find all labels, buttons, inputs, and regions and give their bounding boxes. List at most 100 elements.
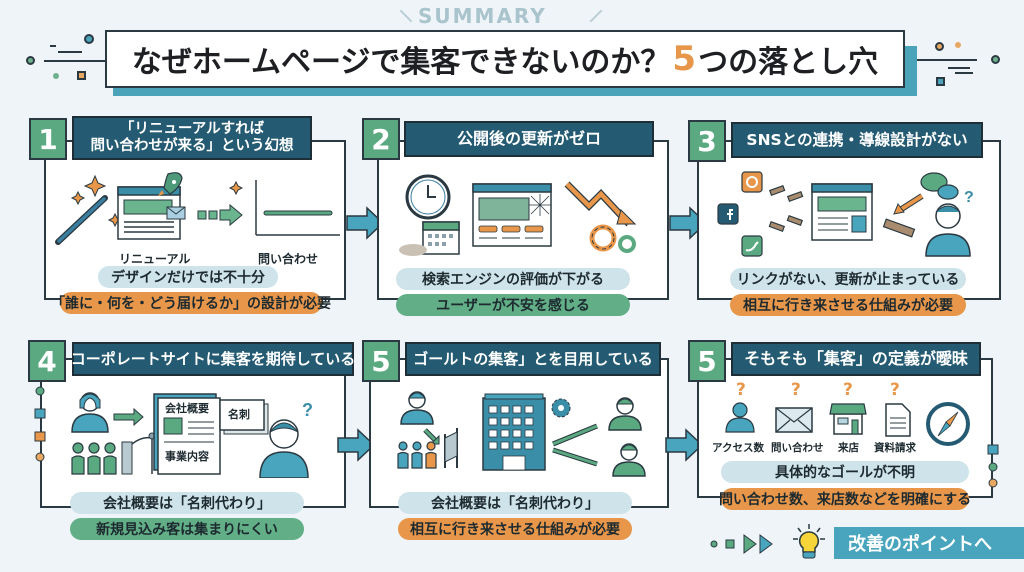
panel-4-problem: 会社概要は「名刺代わり」 bbox=[70, 492, 304, 514]
panel-3-number: 3 bbox=[688, 120, 726, 162]
instagram-icon bbox=[741, 171, 763, 193]
deco-dot bbox=[53, 73, 59, 79]
customer-icon bbox=[400, 391, 434, 425]
panel-6-problem: 具体的なゴールが不明 bbox=[721, 461, 969, 483]
dotted-arrow-icon bbox=[197, 180, 244, 227]
flat-chart-icon bbox=[255, 180, 340, 236]
gear-icon bbox=[551, 398, 571, 418]
deco-line bbox=[948, 67, 970, 69]
panel-3-illustration: ? bbox=[717, 171, 974, 257]
people-queue-icon bbox=[71, 442, 117, 475]
employee-icon bbox=[71, 392, 109, 433]
rocket-icon bbox=[158, 172, 183, 196]
broken-link-icon bbox=[768, 184, 804, 232]
twitter-icon bbox=[741, 235, 763, 257]
footer-deco bbox=[710, 534, 773, 554]
panel-5-number: 5 bbox=[362, 340, 400, 382]
gears-icon bbox=[589, 224, 636, 253]
deco-line bbox=[50, 45, 56, 47]
card-label: 名刺 bbox=[228, 408, 250, 421]
panel-4-title: コーポレートサイトに集客を期待している bbox=[71, 342, 355, 376]
panel-1-title-line1: 「リニューアルすれば bbox=[119, 120, 265, 137]
panel-4-side-deco bbox=[34, 386, 46, 462]
doc-label-business: 事業内容 bbox=[165, 450, 209, 463]
user-access-icon bbox=[725, 402, 755, 433]
panel-5-problem: 会社概要は「名刺代わり」 bbox=[398, 492, 632, 514]
panel-5-solution: 相互に行き来させる仕組みが必要 bbox=[398, 518, 632, 540]
question-mark: ? bbox=[890, 380, 900, 400]
title-text: なぜホームページで集客できないのか？ bbox=[131, 45, 671, 80]
panel-5-title: ゴールトの集客」とを目用している bbox=[405, 342, 661, 376]
panel-6-side-deco bbox=[987, 444, 999, 488]
panel-1-solution: 「誰に・何を・どう届けるか」の設計が必要 bbox=[51, 292, 331, 314]
deco-square bbox=[77, 71, 86, 80]
arrow-right-icon bbox=[337, 428, 376, 462]
panel-6-solution: 問い合わせ数、来店数などを明確にする bbox=[719, 488, 971, 510]
deco-line bbox=[917, 59, 977, 61]
deco-dot bbox=[84, 34, 94, 44]
deco-dot bbox=[26, 56, 35, 65]
deco-dot bbox=[955, 42, 961, 48]
panel-2-solution: ユーザーが不安を感じる bbox=[396, 294, 630, 316]
arrow-in-icon bbox=[893, 193, 924, 215]
goal-label-store-visit: 来店 bbox=[838, 442, 859, 454]
label-inquiry: 問い合わせ bbox=[258, 252, 319, 266]
panel-2-title: 公開後の更新がゼロ bbox=[404, 121, 654, 157]
panel-2-problem: 検索エンジンの評価が下がる bbox=[396, 268, 630, 290]
kicker-slash-left bbox=[399, 9, 413, 23]
facebook-icon bbox=[717, 203, 739, 225]
confused-person-icon: ? bbox=[259, 400, 313, 478]
deco-line bbox=[44, 60, 106, 62]
abandoned-website-icon bbox=[472, 183, 552, 247]
question-mark: ? bbox=[843, 380, 853, 400]
browser-window-icon bbox=[117, 186, 186, 240]
lightbulb-icon bbox=[793, 524, 825, 559]
panel-5-illustration bbox=[397, 391, 646, 477]
target-customer-icon bbox=[612, 443, 646, 477]
panel-4-illustration: ? bbox=[71, 392, 313, 478]
chain-link-icon bbox=[882, 218, 916, 238]
goal-label-document-request: 資料請求 bbox=[874, 442, 916, 454]
question-mark: ? bbox=[736, 380, 746, 400]
label-renewal: リニューアル bbox=[119, 252, 191, 266]
improvement-points-button[interactable]: 改善のポイントへ bbox=[834, 527, 1024, 559]
deco-line bbox=[955, 72, 973, 74]
panel-6-number: 5 bbox=[688, 340, 726, 382]
panel-1-illustration bbox=[55, 172, 340, 245]
storefront-icon bbox=[829, 403, 867, 435]
outbound-arrows-icon bbox=[552, 423, 598, 467]
website-icon bbox=[811, 183, 873, 241]
panel-3-title: SNSとの連携・導線設計がない bbox=[731, 122, 983, 158]
goal-label-inquiry: 問い合わせ bbox=[771, 442, 824, 454]
arrow-right-icon bbox=[346, 206, 385, 240]
title-text-end: つの落とし穴 bbox=[698, 45, 879, 80]
kicker-slash-right bbox=[589, 9, 603, 23]
gate-icon bbox=[121, 432, 156, 475]
panel-1-number: 1 bbox=[29, 118, 67, 160]
company-profile-document-icon bbox=[153, 393, 221, 475]
clock-icon bbox=[405, 174, 451, 220]
doc-label-company-overview: 会社概要 bbox=[165, 402, 209, 415]
deco-square bbox=[936, 77, 945, 86]
panel-3-solution: 相互に行き来させる仕組みが必要 bbox=[730, 294, 966, 316]
compass-icon bbox=[926, 402, 970, 446]
panel-3-problem: リンクがない、更新が止まっている bbox=[730, 268, 966, 290]
svg-text:?: ? bbox=[302, 400, 313, 420]
deco-dot bbox=[991, 55, 1000, 64]
magic-wand-icon bbox=[55, 174, 123, 245]
goal-label-access: アクセス数 bbox=[712, 442, 764, 454]
question-mark: ? bbox=[791, 380, 801, 400]
target-customer-icon bbox=[608, 397, 642, 431]
panel-1-title: 「リニューアルすれば 問い合わせが来る」という幻想 bbox=[72, 116, 312, 160]
title-accent-number: 5 bbox=[672, 39, 697, 79]
trend-down-arrow-icon bbox=[564, 181, 637, 227]
panel-1-title-line2: 問い合わせが来る」という幻想 bbox=[90, 138, 294, 154]
business-card-icon bbox=[219, 399, 269, 435]
page-title: なぜホームページで集客できないのか？ 5 つの落とし穴 bbox=[105, 30, 905, 88]
confused-user-icon: ? bbox=[925, 189, 974, 257]
svg-text:?: ? bbox=[964, 189, 974, 206]
panel-6-illustration bbox=[725, 402, 970, 446]
calendar-icon bbox=[399, 221, 460, 256]
panel-4-solution: 新規見込み客は集まりにくい bbox=[70, 518, 304, 540]
deco-line bbox=[58, 51, 82, 53]
